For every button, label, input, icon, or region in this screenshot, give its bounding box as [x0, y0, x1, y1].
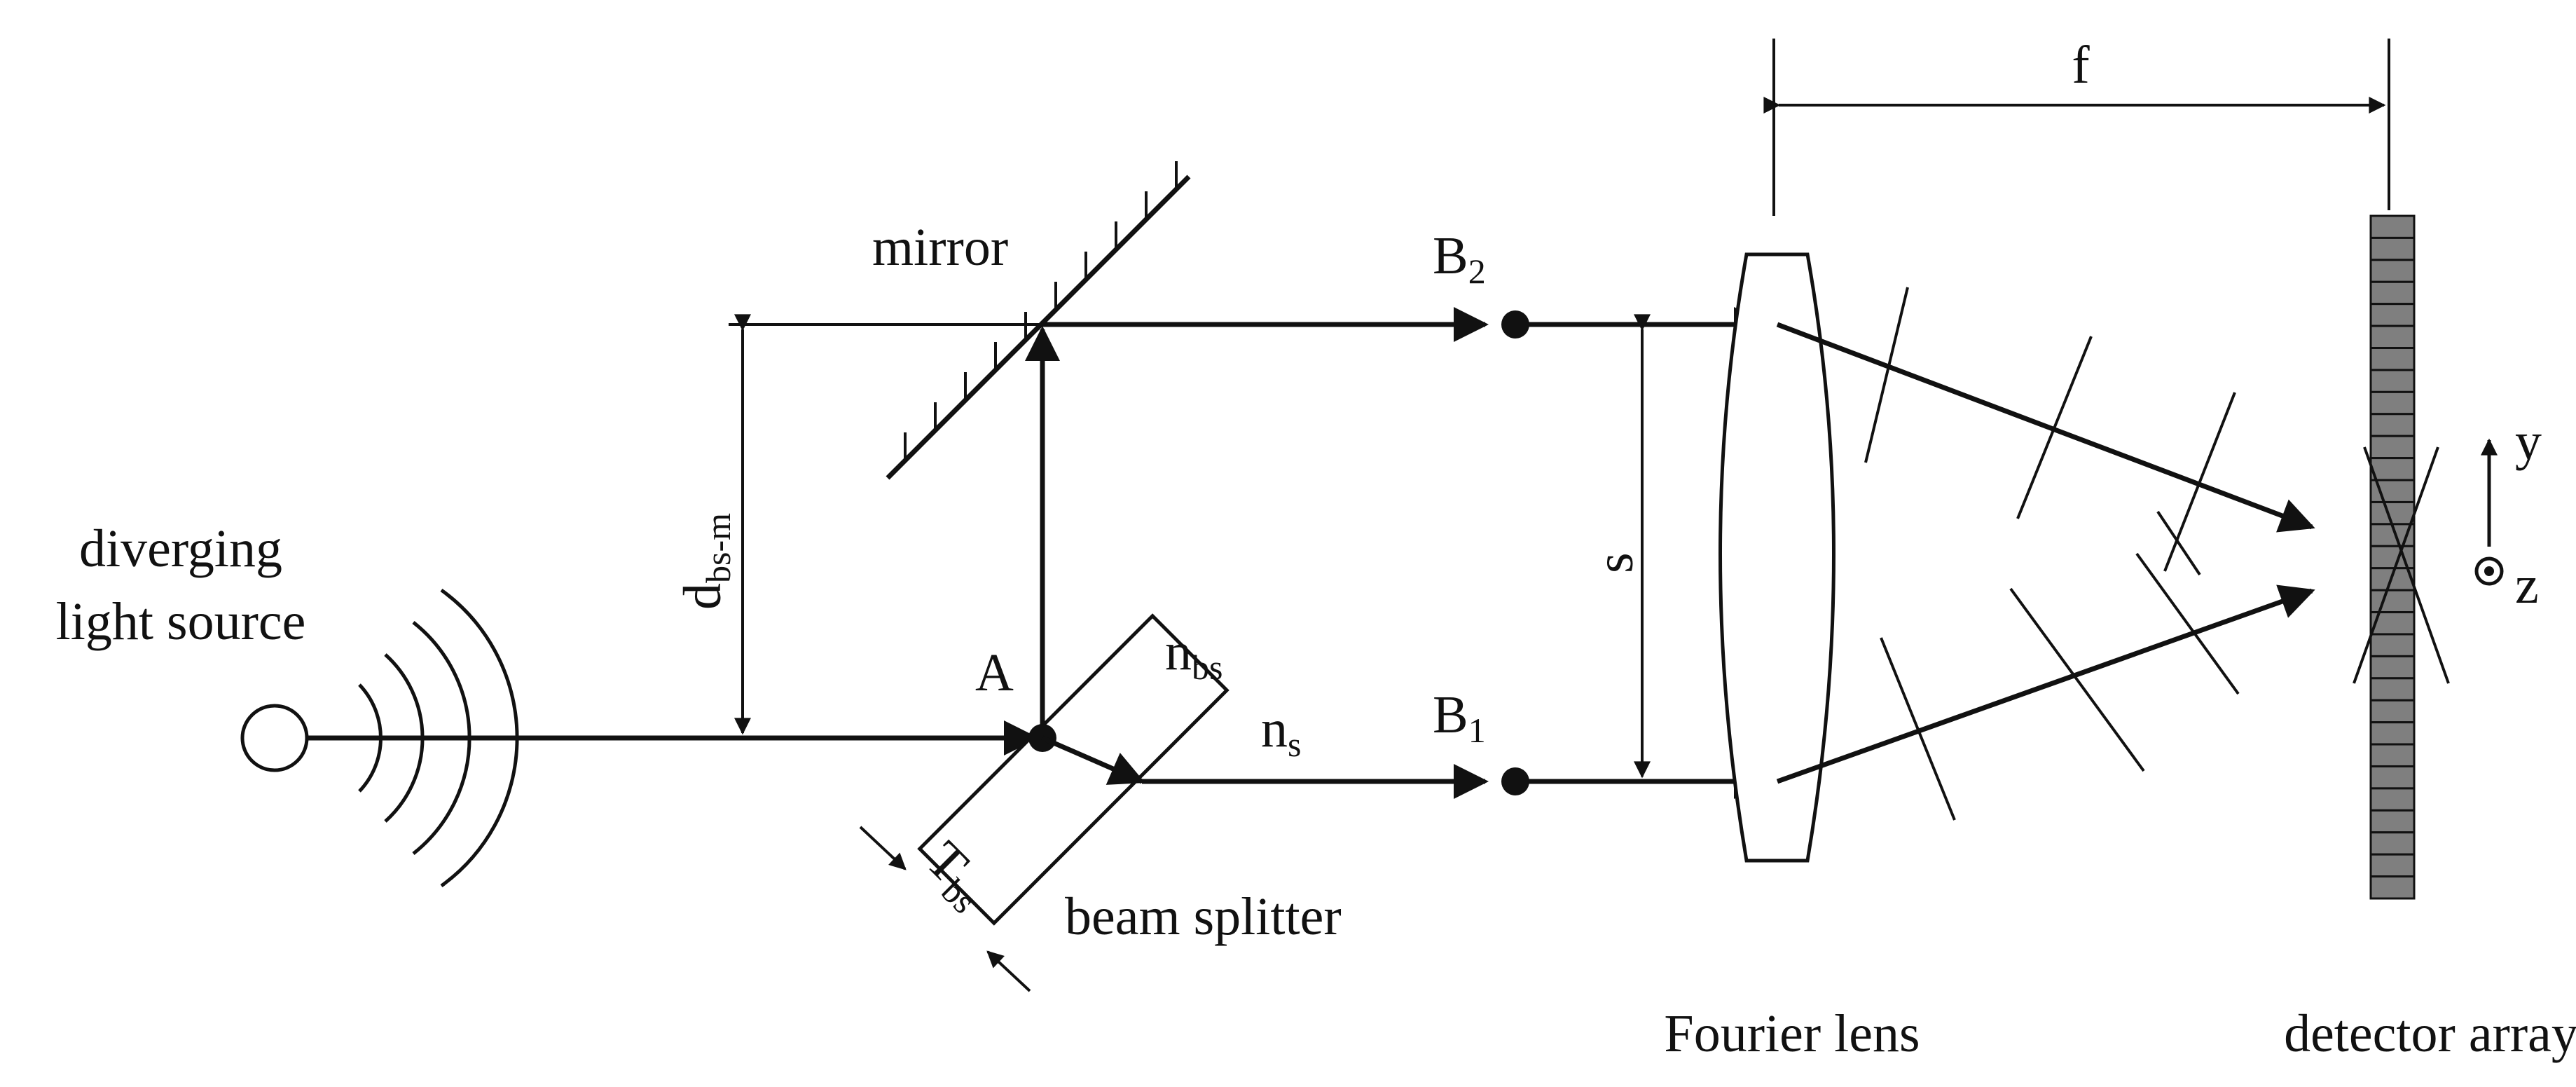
f-label: f	[2072, 36, 2090, 95]
detector-cell	[2369, 831, 2416, 856]
detector-cell	[2369, 347, 2416, 371]
point-a-label: A	[975, 643, 1014, 702]
detector-cell	[2369, 633, 2416, 657]
detector-cell	[2369, 500, 2416, 526]
detector-cell	[2369, 699, 2416, 724]
detector-cell	[2369, 369, 2416, 393]
lower-converging-beam	[1776, 584, 2315, 784]
z-axis-label: z	[2515, 556, 2539, 615]
detector-cell	[2369, 324, 2416, 350]
detector-cell	[2369, 721, 2416, 746]
detector-array-label: detector array	[2284, 1004, 2576, 1063]
mirror	[886, 175, 1191, 480]
y-axis-label: y	[2515, 412, 2542, 471]
light-source-circle	[240, 704, 309, 772]
ns-label: ns	[1261, 699, 1301, 764]
detector-cell	[2369, 743, 2416, 767]
nbs-label: nbs	[1165, 622, 1222, 687]
b1-label: B1	[1433, 685, 1486, 750]
tbs-arrow-lower	[986, 950, 1031, 992]
detector-cell	[2369, 853, 2416, 878]
detector-cell	[2369, 809, 2416, 834]
z-axis-dot	[2484, 566, 2494, 576]
mirror-label: mirror	[872, 218, 1008, 277]
detector-cell	[2369, 214, 2416, 239]
detector-cell	[2369, 787, 2416, 812]
fourier-lens	[1719, 252, 1835, 863]
fourier-lens-label: Fourier lens	[1664, 1004, 1920, 1063]
detector-cell	[2369, 765, 2416, 790]
detector-cell	[2369, 457, 2416, 481]
focus-crossing-lines	[2353, 446, 2450, 684]
transmitted-beam-in-splitter	[1041, 735, 1145, 785]
detector-cell	[2369, 589, 2416, 614]
tbs-arrow-upper	[859, 826, 907, 870]
detector-cell	[2369, 390, 2416, 416]
beam-splitter-label: beam splitter	[1065, 887, 1342, 946]
source-label-line2: light source	[56, 592, 306, 651]
dbsm-label: dbs-m	[673, 513, 738, 610]
s-label: s	[1585, 552, 1644, 573]
upper-converging-beam	[1776, 322, 2315, 533]
detector-cell	[2369, 259, 2416, 283]
detector-cell	[2369, 280, 2416, 306]
z-axis-circle	[2474, 556, 2504, 586]
wavefront-ticks	[1864, 287, 2240, 821]
detector-cell	[2369, 435, 2416, 460]
detector-cell	[2369, 677, 2416, 702]
detector-cell	[2369, 236, 2416, 261]
detector-cell	[2369, 413, 2416, 437]
detector-cell	[2369, 875, 2416, 900]
source-label-line1: diverging	[79, 519, 282, 578]
detector-array	[2369, 214, 2416, 900]
detector-cell	[2369, 655, 2416, 680]
b2-label: B2	[1433, 226, 1486, 291]
detector-cell	[2369, 303, 2416, 327]
